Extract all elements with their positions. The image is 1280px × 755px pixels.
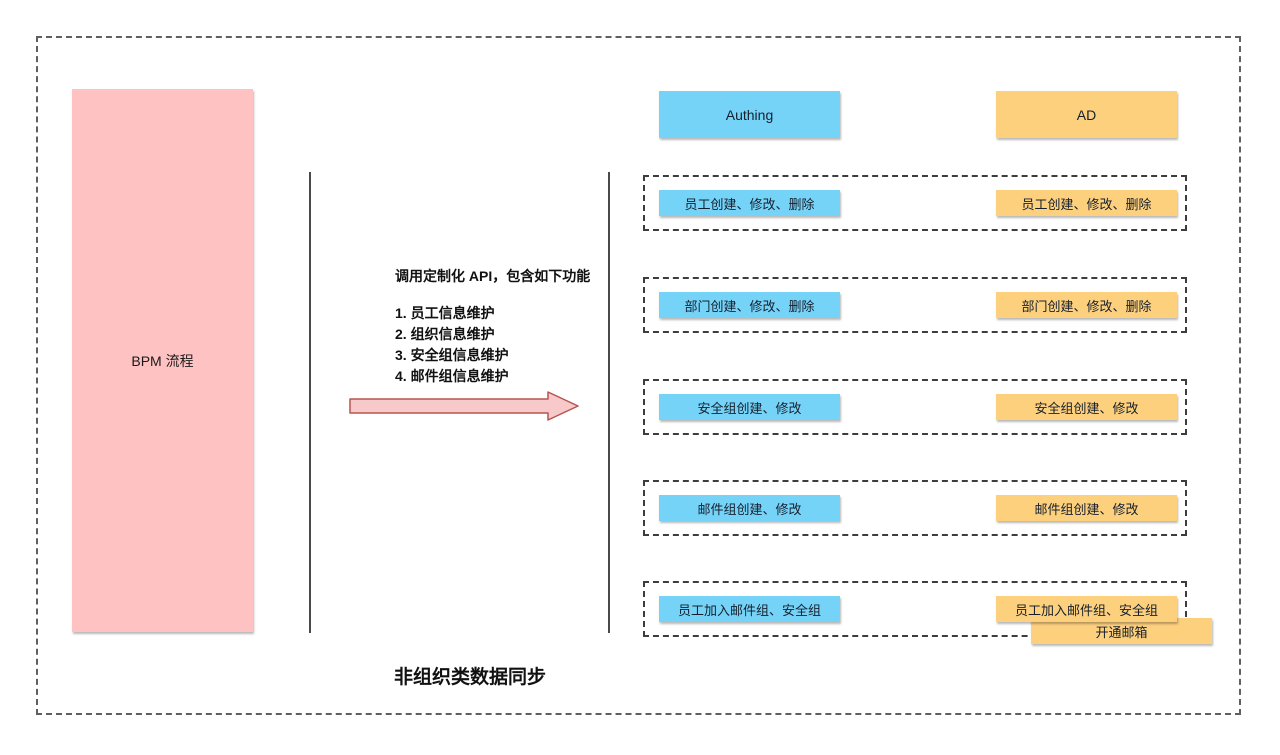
diagram-title: 非组织类数据同步 [393, 667, 546, 688]
column-header-ad: AD [996, 91, 1177, 138]
ad-task-box-mailbox: 开通邮箱 [1031, 618, 1212, 644]
sync-row-department: 部门创建、修改、删除 部门创建、修改、删除 [643, 277, 1187, 333]
right-separator-line [608, 172, 610, 633]
flow-arrow-icon [349, 391, 579, 421]
authing-task-box: 员工创建、修改、删除 [659, 190, 840, 216]
ad-task-box: 部门创建、修改、删除 [996, 292, 1177, 318]
ad-task-box: 邮件组创建、修改 [996, 495, 1177, 521]
bpm-process-box: BPM 流程 [72, 89, 253, 632]
column-header-authing-label: Authing [725, 106, 774, 123]
column-header-authing: Authing [659, 91, 840, 138]
authing-task-box: 部门创建、修改、删除 [659, 292, 840, 318]
api-note-heading: 调用定制化 API，包含如下功能 [395, 268, 591, 284]
authing-task-box: 邮件组创建、修改 [659, 495, 840, 521]
api-note-item: 1. 员工信息维护 [395, 305, 495, 321]
ad-task-box: 员工加入邮件组、安全组 [996, 596, 1177, 622]
bpm-process-label: BPM 流程 [131, 352, 194, 369]
api-note: 调用定制化 API，包含如下功能 1. 员工信息维护 2. 组织信息维护 3. … [395, 266, 615, 387]
outer-dashed-border [36, 36, 1241, 715]
ad-task-box: 员工创建、修改、删除 [996, 190, 1177, 216]
sync-row-mail-group: 邮件组创建、修改 邮件组创建、修改 [643, 480, 1187, 536]
api-note-item: 4. 邮件组信息维护 [395, 368, 509, 384]
ad-task-box: 安全组创建、修改 [996, 394, 1177, 420]
sync-row-join-groups: 员工加入邮件组、安全组 员工加入邮件组、安全组 开通邮箱 [643, 581, 1212, 644]
sync-row-employee: 员工创建、修改、删除 员工创建、修改、删除 [643, 175, 1187, 231]
api-note-item: 3. 安全组信息维护 [395, 347, 509, 363]
left-separator-line [309, 172, 311, 633]
api-note-item: 2. 组织信息维护 [395, 326, 495, 342]
column-header-ad-label: AD [1076, 106, 1097, 123]
authing-task-box: 员工加入邮件组、安全组 [659, 596, 840, 622]
sync-row-security-group: 安全组创建、修改 安全组创建、修改 [643, 379, 1187, 435]
authing-task-box: 安全组创建、修改 [659, 394, 840, 420]
